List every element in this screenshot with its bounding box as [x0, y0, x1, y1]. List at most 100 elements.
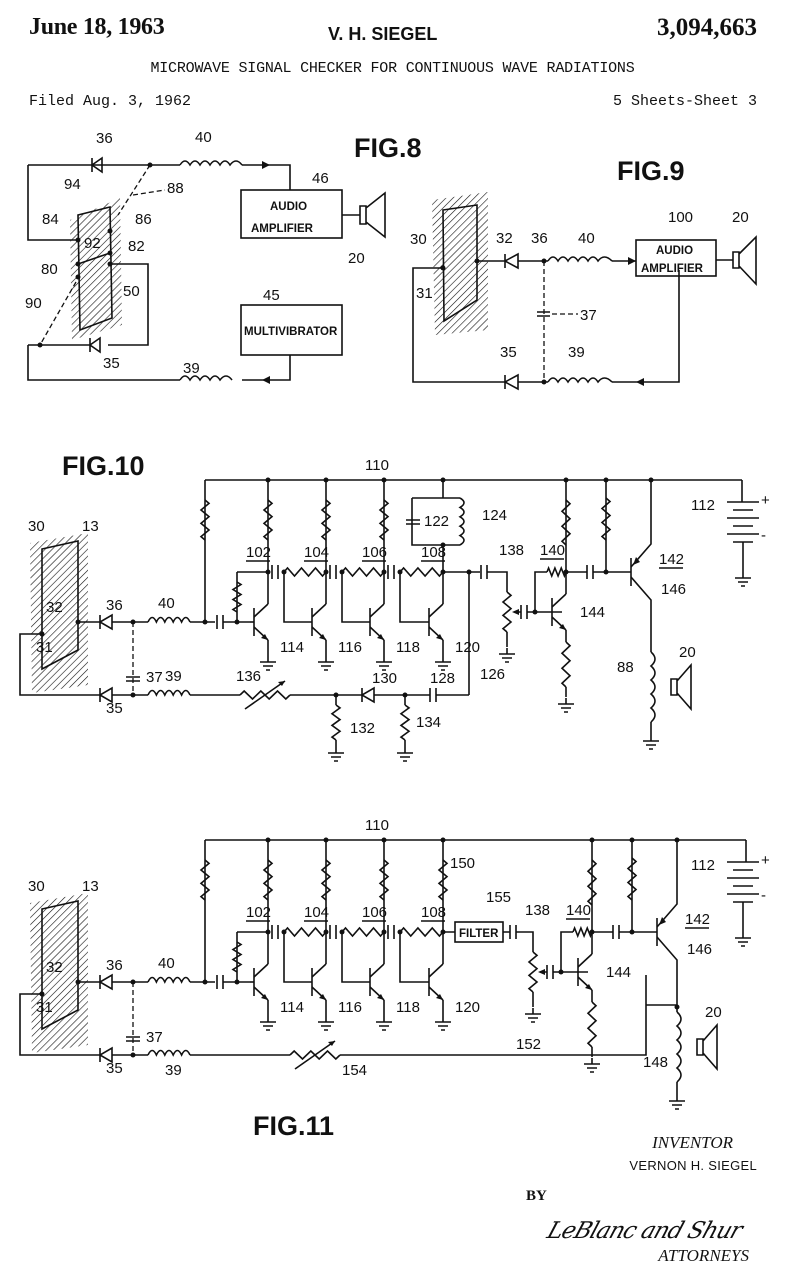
label: 80: [41, 261, 58, 278]
ground-icon: [435, 656, 451, 671]
fig8-diode-35-icon: [88, 336, 101, 354]
label: 94: [64, 176, 81, 193]
label: 37: [146, 1029, 163, 1046]
transistor-arrow-icon: [377, 634, 384, 640]
bias-resistor-icon: [626, 857, 638, 901]
label: 50: [123, 283, 140, 300]
label: 88: [617, 659, 634, 676]
diode-130-icon: [360, 686, 375, 704]
label: 90: [25, 295, 42, 312]
bias-resistor-icon: [199, 859, 211, 901]
resistor-icon: [231, 941, 243, 973]
transistor-label: 118: [396, 639, 420, 656]
label: 148: [643, 1054, 668, 1071]
feedback-resistor-icon: [546, 565, 567, 579]
transistor-arrow-icon: [559, 624, 566, 630]
transistor-arrow-icon: [261, 994, 268, 1000]
junction-dot: [130, 1052, 136, 1058]
return-wire: [19, 633, 240, 696]
diode-35-icon: [98, 1046, 113, 1064]
label: -: [761, 887, 766, 904]
label: 36: [106, 597, 123, 614]
ground-icon: [318, 656, 334, 671]
pot-wiper-icon: [512, 609, 519, 615]
capacitor-37-icon: [126, 676, 140, 682]
label: 32: [46, 599, 63, 616]
ground-icon: [735, 572, 751, 587]
fig9-waveguide: [442, 204, 478, 323]
transistor-label: 118: [396, 999, 420, 1016]
fig9-title: FIG.9: [617, 156, 685, 186]
bias-resistor-icon: [600, 497, 612, 541]
transistor-collector: [369, 603, 385, 618]
stage-label: 108: [421, 544, 446, 561]
wire: [283, 932, 312, 983]
stage-label: 102: [246, 544, 271, 561]
stage-label: 104: [304, 544, 329, 561]
coupling-resistor-icon: [283, 926, 327, 938]
ground-icon: [318, 1016, 334, 1031]
label: 32: [496, 230, 513, 247]
capacitor-37-icon: [126, 1036, 140, 1042]
transistor-collector: [311, 963, 327, 978]
feedback-wire-152: [340, 975, 647, 1056]
filed-date: Filed Aug. 3, 1962: [29, 93, 192, 110]
emitter-resistor-icon: [586, 1001, 598, 1048]
capacitor-icon: [429, 688, 437, 702]
label: 144: [606, 964, 631, 981]
transistor-collector: [577, 953, 593, 968]
ground-icon: [558, 698, 574, 713]
output-coil-icon: [675, 1011, 682, 1083]
label: 152: [516, 1036, 541, 1053]
label: 32: [46, 959, 63, 976]
label: 20: [705, 1004, 722, 1021]
transistor-collector: [311, 603, 327, 618]
transistor-arrow-icon: [436, 994, 443, 1000]
label: 144: [580, 604, 605, 621]
variable-arrow-head: [278, 681, 285, 686]
transistor-arrow-icon: [585, 984, 592, 990]
patent-number: 3,094,663: [657, 14, 757, 41]
fig8-node: [75, 237, 81, 243]
label: 35: [106, 1060, 123, 1077]
inductor-39-icon: [147, 1049, 191, 1057]
label: 37: [580, 307, 597, 324]
label: 88: [167, 180, 184, 197]
label: 31: [36, 999, 53, 1016]
label: 40: [158, 955, 175, 972]
label: 146: [687, 941, 712, 958]
label: 124: [482, 507, 507, 524]
label: 84: [42, 211, 59, 228]
inventor-header: V. H. SIEGEL: [328, 24, 438, 44]
coupling-resistor-icon: [399, 566, 444, 578]
feedback-resistor-icon: [572, 925, 593, 939]
label: 39: [568, 344, 585, 361]
label: 40: [578, 230, 595, 247]
variable-arrow-head: [328, 1041, 335, 1046]
fig8-multivibrator-box: [240, 304, 343, 356]
fig8-speaker-icon: [342, 191, 386, 239]
label: 134: [416, 714, 441, 731]
fig8-amp-label-2: AMPLIFIER: [251, 223, 314, 235]
fig10-title: FIG.10: [62, 451, 145, 481]
label: 112: [691, 497, 715, 514]
fig8-right-wire: [108, 263, 149, 346]
coupling-resistor-icon: [341, 566, 385, 578]
filter-label: FILTER: [459, 928, 499, 940]
potentiometer-138-icon: [501, 591, 513, 633]
fig8-diode-36-icon: [90, 156, 103, 174]
transistor-142-arrow-icon: [659, 917, 666, 925]
label: 40: [158, 595, 175, 612]
collector-resistor-icon: [560, 499, 572, 546]
transistor-label: 114: [280, 639, 304, 656]
label: +: [761, 492, 770, 509]
capacitor-icon: [329, 925, 337, 939]
fig8-title: FIG.8: [354, 133, 422, 163]
battery-icon: [727, 861, 759, 903]
attorneys-label: ATTORNEYS: [658, 1246, 749, 1265]
return-wire: [19, 993, 290, 1056]
resistor-134-icon: [399, 704, 411, 741]
fig8-amp-label-1: AUDIO: [270, 201, 307, 213]
wire: [399, 572, 429, 623]
by-label: BY: [526, 1188, 547, 1204]
